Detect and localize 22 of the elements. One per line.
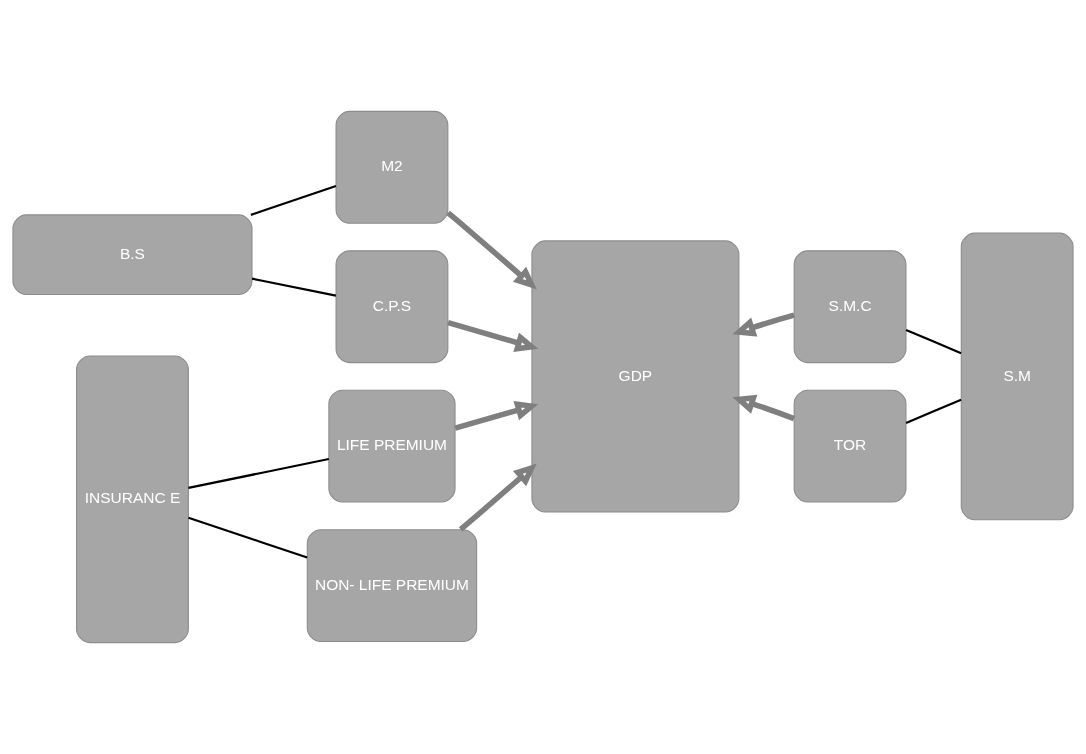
- node-box: INSURANC E: [76, 355, 189, 644]
- node-box: LIFE PREMIUM: [328, 389, 456, 503]
- node-box: GDP: [531, 240, 740, 513]
- connector: [905, 328, 962, 355]
- connector: [188, 516, 308, 559]
- connector: [905, 398, 962, 424]
- arrow: [458, 463, 537, 532]
- arrow: [732, 394, 795, 422]
- node-box: M2: [335, 110, 449, 224]
- arrow: [454, 400, 539, 431]
- node-box: C.P.S: [335, 250, 449, 364]
- arrow: [732, 312, 795, 337]
- node-box: B.S: [12, 214, 253, 296]
- connector: [188, 457, 330, 490]
- connector: [251, 277, 337, 297]
- node-box: NON- LIFE PREMIUM: [306, 529, 478, 643]
- node-box: S.M.C: [793, 250, 907, 364]
- node-box: S.M: [960, 232, 1074, 521]
- connector: [250, 184, 337, 216]
- arrow: [447, 319, 539, 352]
- node-box: TOR: [793, 389, 907, 503]
- arrow: [446, 210, 537, 290]
